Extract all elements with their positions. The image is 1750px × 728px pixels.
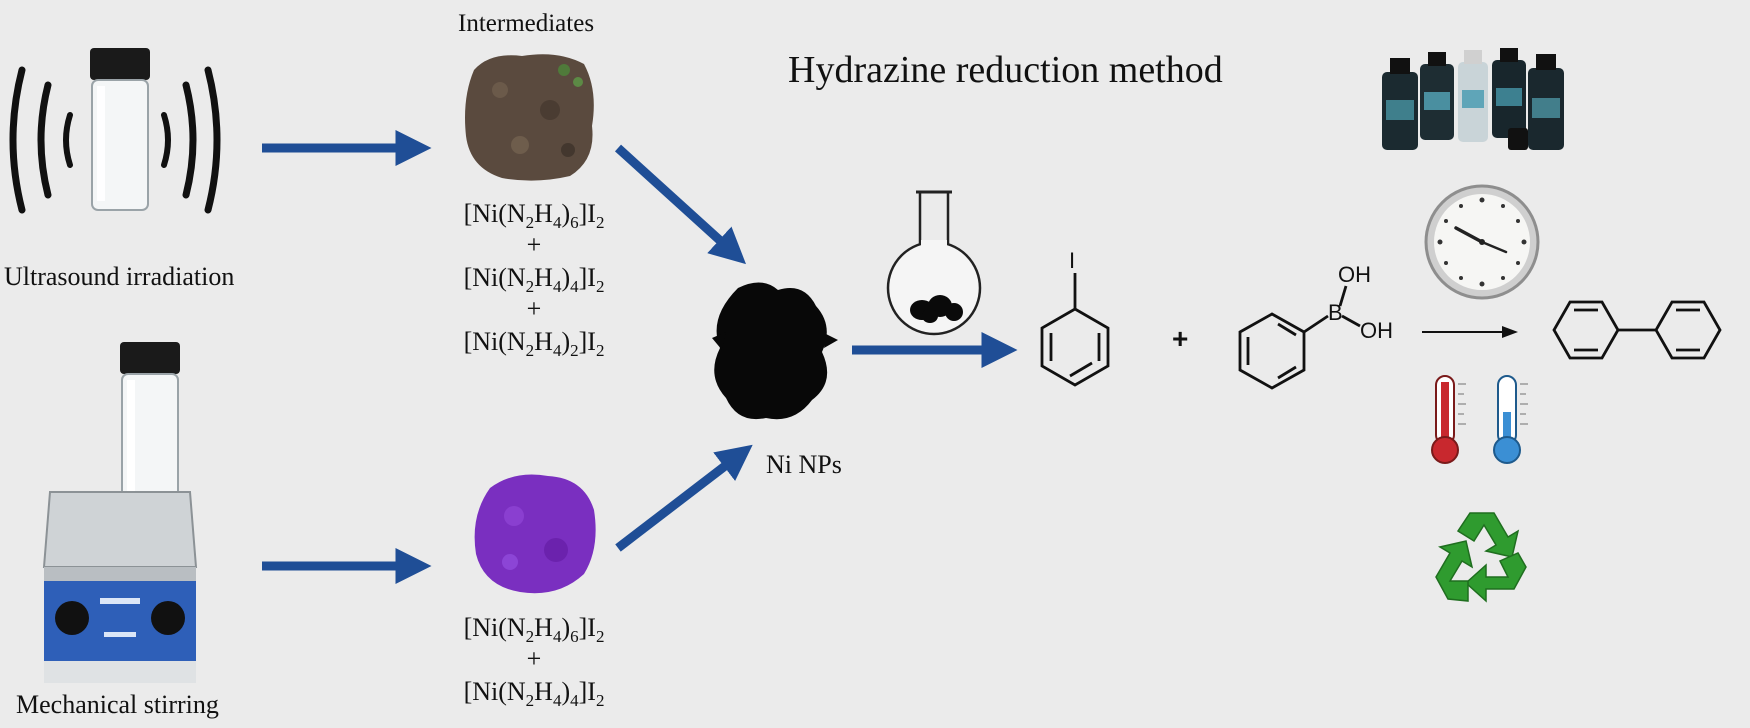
boron-label: B bbox=[1328, 300, 1343, 325]
formula-top-plus-2: + bbox=[526, 294, 542, 323]
ni-nps-label: Ni NPs bbox=[766, 450, 842, 479]
formula-top-1: [Ni(N2H4)6]I2 bbox=[463, 199, 605, 233]
reaction-plus: + bbox=[1172, 323, 1189, 354]
reaction-arrow bbox=[1422, 326, 1518, 338]
scheme-title: Hydrazine reduction method bbox=[788, 49, 1223, 91]
reagent-bottles-icon bbox=[1382, 48, 1564, 150]
formula-top-plus-1: + bbox=[526, 230, 542, 259]
recycle-icon bbox=[1435, 512, 1527, 603]
formula-top-2: [Ni(N2H4)4]I2 bbox=[463, 263, 605, 297]
hot-thermometer-icon bbox=[1431, 375, 1466, 464]
wall-clock-icon bbox=[1424, 184, 1540, 300]
formula-bottom-2: [Ni(N2H4)4]I2 bbox=[463, 677, 605, 711]
phenylboronic-acid-structure bbox=[1238, 285, 1361, 390]
formula-bottom-1: [Ni(N2H4)6]I2 bbox=[463, 613, 605, 647]
oh-top-label: OH bbox=[1338, 262, 1371, 287]
intermediate-brown-powder-icon bbox=[465, 54, 594, 181]
oh-right-label: OH bbox=[1360, 318, 1393, 343]
formula-bottom-plus: + bbox=[526, 644, 542, 673]
intermediate-purple-powder-icon bbox=[474, 474, 596, 594]
biphenyl-structure bbox=[1552, 300, 1722, 360]
iodo-label: I bbox=[1069, 248, 1076, 273]
iodobenzene-structure bbox=[1040, 273, 1110, 387]
ultrasound-label: Ultrasound irradiation bbox=[4, 262, 235, 291]
intermediates-label: Intermediates bbox=[458, 10, 595, 37]
ni-nps-powder-icon bbox=[712, 282, 838, 420]
formula-top-3: [Ni(N2H4)2]I2 bbox=[463, 327, 605, 361]
ultrasound-vial-icon bbox=[9, 48, 221, 214]
round-bottom-flask-icon bbox=[886, 190, 982, 336]
stirrer-vial-icon bbox=[42, 342, 198, 683]
cold-thermometer-icon bbox=[1493, 375, 1528, 464]
mechanical-label: Mechanical stirring bbox=[16, 690, 219, 719]
